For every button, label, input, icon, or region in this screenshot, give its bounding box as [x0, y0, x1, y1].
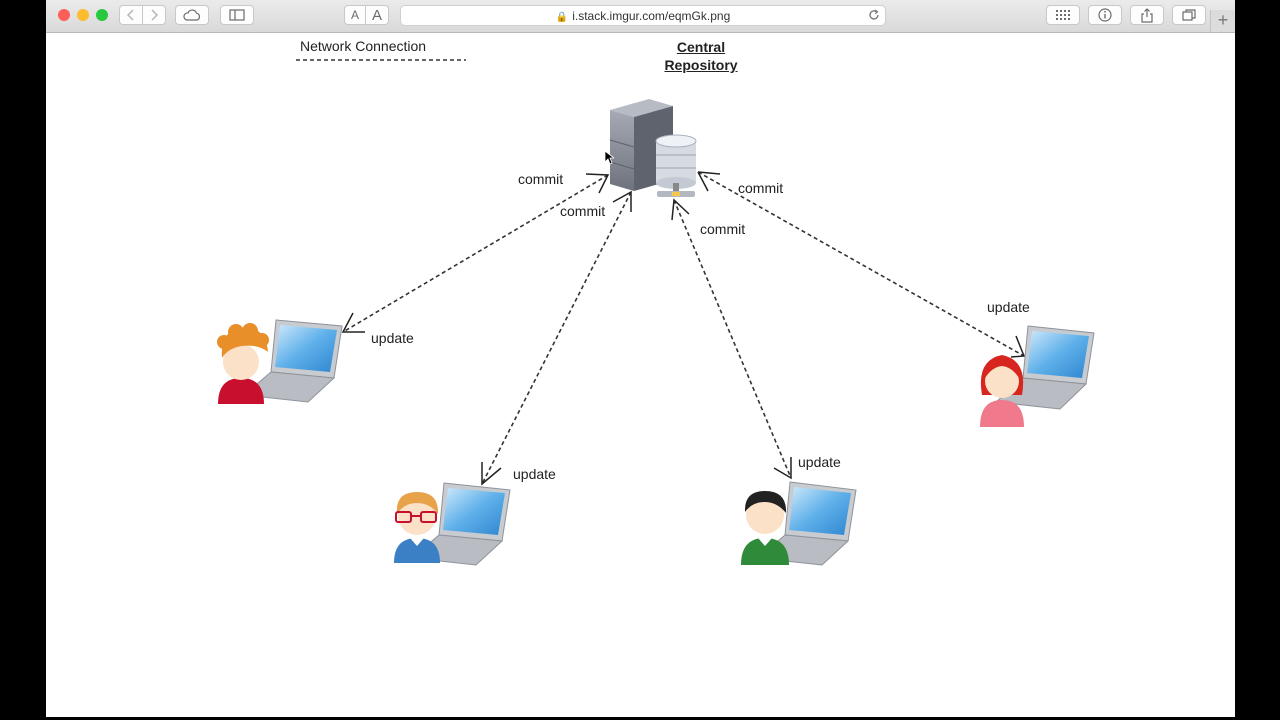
smaller-text-button[interactable]: A — [344, 5, 366, 25]
central-repository-title-line2: Repository — [664, 57, 738, 73]
update-label-1: update — [371, 330, 414, 346]
diagram-canvas — [217, 59, 1095, 566]
share-icon — [1141, 7, 1153, 23]
connection-line-4 — [697, 171, 1025, 357]
browser-window: A A 🔒i.stack.imgur.com/eqmGk.png — [46, 0, 1235, 717]
info-icon — [1098, 8, 1112, 22]
user-3-workstation-icon — [741, 481, 857, 566]
top-sites-button[interactable] — [1046, 5, 1080, 25]
user-1-workstation-icon — [217, 319, 343, 404]
larger-text-button[interactable]: A — [365, 5, 389, 25]
minimize-window-button[interactable] — [77, 9, 89, 21]
address-bar-content: 🔒i.stack.imgur.com/eqmGk.png — [401, 9, 885, 23]
update-label-2: update — [513, 466, 556, 482]
arrowhead-commit-4 — [697, 171, 721, 192]
close-window-button[interactable] — [58, 9, 70, 21]
reload-icon — [869, 9, 879, 20]
central-repository-title: Central Repository — [612, 38, 790, 74]
connection-line-1 — [342, 174, 609, 333]
back-button[interactable] — [119, 5, 143, 25]
commit-label-4: commit — [738, 180, 784, 196]
cloud-icon — [183, 9, 201, 21]
chevron-right-icon — [151, 9, 159, 21]
user-2-workstation-icon — [394, 482, 511, 566]
commit-label-3: commit — [700, 221, 746, 237]
arrowhead-commit-2 — [612, 190, 632, 212]
sidebar-icon — [229, 9, 245, 21]
new-tab-button[interactable]: + — [1210, 10, 1235, 32]
share-button[interactable] — [1130, 5, 1164, 25]
plus-icon: + — [1217, 10, 1229, 30]
network-connection-legend-label: Network Connection — [300, 38, 427, 54]
update-label-4: update — [987, 299, 1030, 315]
sidebar-button[interactable] — [220, 5, 254, 25]
arrowhead-update-1 — [341, 312, 365, 333]
icloud-tabs-button[interactable] — [175, 5, 209, 25]
arrowhead-commit-1 — [585, 173, 610, 194]
user-4-workstation-icon — [980, 325, 1095, 427]
arrowhead-update-3 — [773, 457, 792, 480]
grid-icon — [1056, 10, 1070, 20]
forward-button[interactable] — [142, 5, 166, 25]
arrowhead-update-2 — [481, 462, 502, 486]
commit-label-2: commit — [560, 203, 606, 219]
mouse-cursor-icon — [604, 150, 614, 165]
address-bar[interactable]: 🔒i.stack.imgur.com/eqmGk.png — [400, 5, 886, 26]
reload-button[interactable] — [868, 8, 880, 26]
central-repository-title-line1: Central — [676, 39, 726, 55]
tabs-icon — [1182, 9, 1196, 21]
connection-line-2 — [481, 191, 632, 485]
browser-toolbar: A A 🔒i.stack.imgur.com/eqmGk.png — [46, 0, 1235, 33]
commit-label-1: commit — [518, 171, 564, 187]
tab-overview-button[interactable] — [1172, 5, 1206, 25]
zoom-window-button[interactable] — [96, 9, 108, 21]
chevron-left-icon — [126, 9, 134, 21]
arrowhead-commit-3 — [671, 198, 690, 221]
info-button[interactable] — [1088, 5, 1122, 25]
arrowhead-update-4 — [1010, 335, 1026, 358]
update-label-3: update — [798, 454, 841, 470]
lock-icon: 🔒 — [555, 12, 569, 23]
url-text: i.stack.imgur.com/eqmGk.png — [572, 9, 731, 23]
central-repository-icon — [609, 99, 697, 197]
connection-line-3 — [673, 199, 792, 479]
